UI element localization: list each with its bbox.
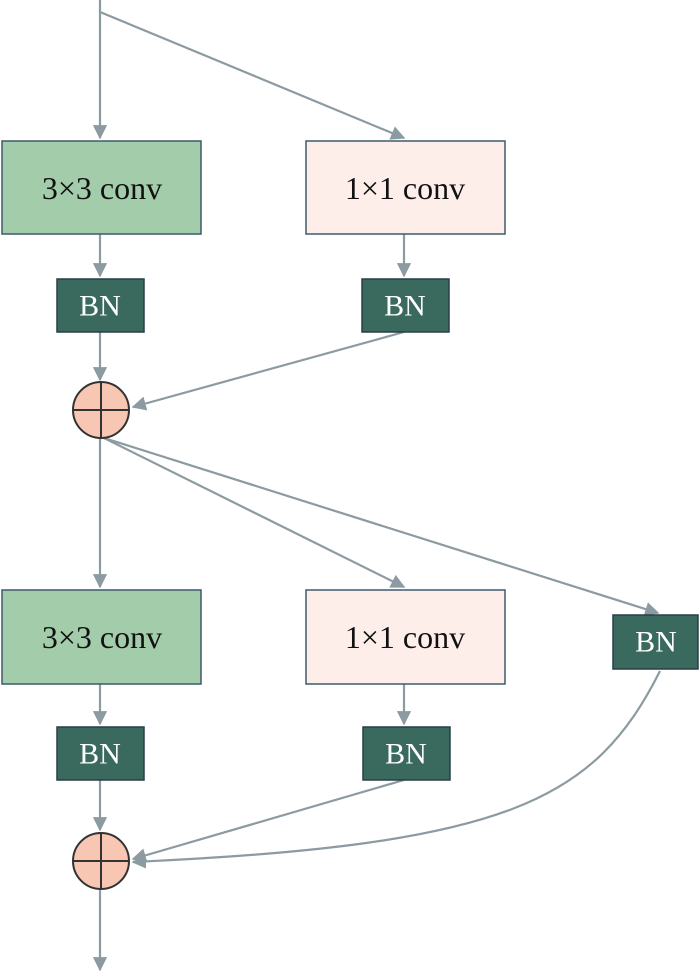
- bn-box-2a: BN: [56, 726, 145, 781]
- conv3x3-label-1: 3×3 conv: [42, 170, 162, 206]
- bn-label-1a: BN: [79, 290, 121, 323]
- bn-label-1b: BN: [384, 290, 426, 323]
- bn-box-1a: BN: [56, 278, 145, 333]
- bn-box-identity: BN: [612, 614, 699, 670]
- bn-box-2b: BN: [362, 726, 451, 781]
- conv3x3-box-2: 3×3 conv: [1, 589, 202, 685]
- edge-add1-to-bn-identity: [103, 436, 660, 616]
- conv1x1-box-2: 1×1 conv: [305, 589, 506, 685]
- circle-plus-icon: [72, 832, 130, 890]
- bn-label-identity: BN: [635, 626, 677, 659]
- bn-box-1b: BN: [361, 278, 450, 333]
- conv3x3-box-1: 3×3 conv: [1, 140, 202, 235]
- conv1x1-label-1: 1×1 conv: [345, 170, 465, 206]
- conv1x1-box-1: 1×1 conv: [305, 140, 506, 235]
- edge-bn-identity-to-add: [131, 670, 661, 869]
- conv3x3-label-2: 3×3 conv: [42, 619, 162, 655]
- edge-bn-1b-to-add: [131, 330, 405, 411]
- bn-label-2a: BN: [79, 738, 121, 771]
- circle-plus-icon: [72, 381, 130, 439]
- edge-input-to-conv1x1-1: [99, 10, 406, 140]
- edge-add1-to-conv1x1-2: [103, 437, 406, 588]
- conv1x1-label-2: 1×1 conv: [345, 619, 465, 655]
- edge-bn-2b-to-add: [131, 778, 405, 863]
- bn-label-2b: BN: [385, 738, 427, 771]
- edges: [92, 0, 661, 972]
